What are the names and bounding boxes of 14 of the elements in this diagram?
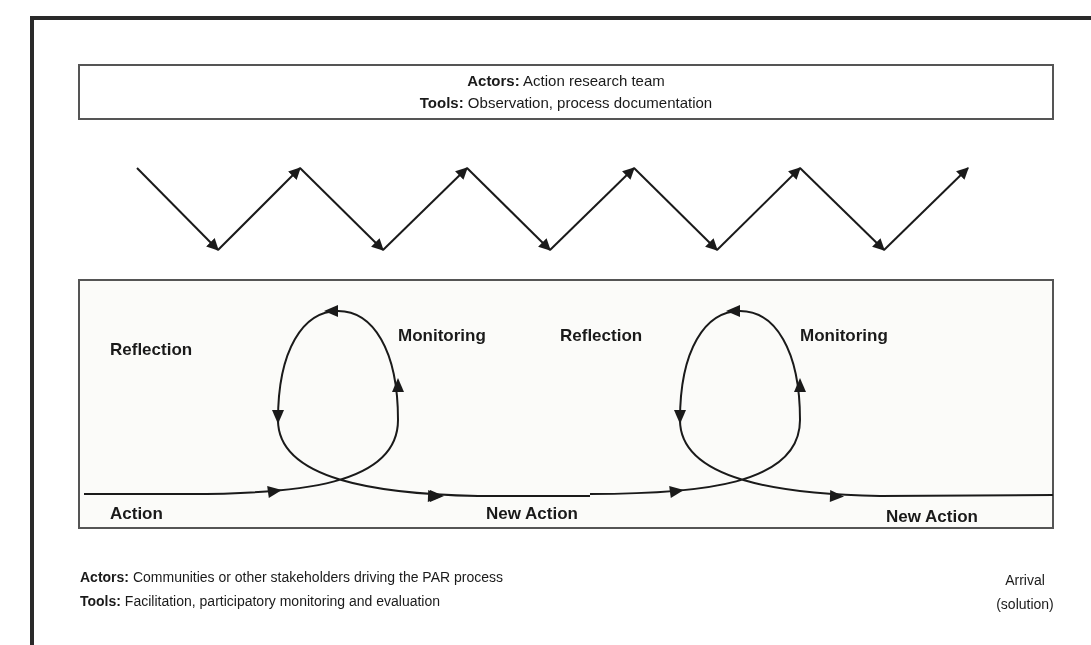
box-text: Actors: Action research team xyxy=(467,72,665,90)
stage-label: Monitoring xyxy=(398,326,486,346)
note-text: Tools: Facilitation, participatory monitoring and evaluation xyxy=(80,592,441,610)
stage-label: New Action xyxy=(486,504,578,524)
stage-label: Reflection xyxy=(560,326,643,346)
note-text: Actors: Communities or other stakeholders driving the PAR process xyxy=(80,568,504,586)
box-text: Tools: Observation, process documentation xyxy=(419,94,713,112)
process-panel xyxy=(78,279,1054,529)
note-text: Arrival (solution) xyxy=(995,571,1055,614)
stage-label: New Action xyxy=(886,507,978,527)
actors-box xyxy=(78,64,1054,120)
stage-label: Reflection xyxy=(110,340,193,360)
stage-label: Action xyxy=(110,504,163,524)
stage-label: Monitoring xyxy=(800,326,888,346)
